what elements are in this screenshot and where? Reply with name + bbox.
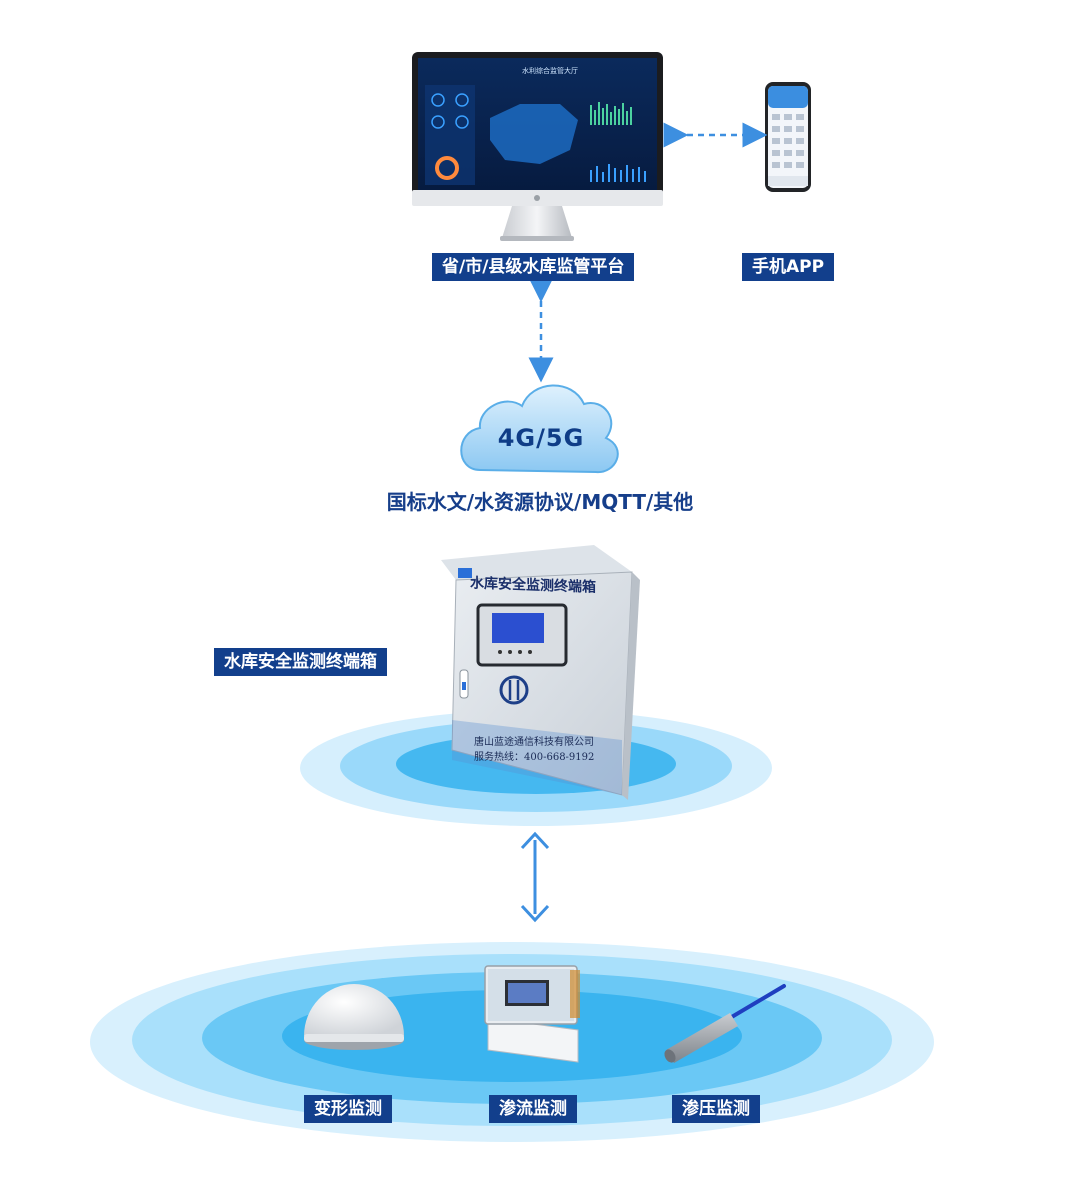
- arrow-terminal-sensors: [520, 831, 550, 923]
- seepage-flow-label: 渗流监测: [489, 1095, 577, 1123]
- deformation-sensor: [304, 984, 404, 1050]
- seepage-pressure-label: 渗压监测: [672, 1095, 760, 1123]
- seepage-pressure-sensor: [664, 984, 786, 1063]
- mobile-app-label: 手机APP: [742, 253, 835, 281]
- platform-label: 省/市/县级水库监管平台: [432, 253, 635, 281]
- monitor-dashboard-title: 水利综合监管大厅: [522, 67, 578, 75]
- terminal-box-hotline: 服务热线：400-668-9192: [474, 752, 595, 763]
- seepage-flow-sensor: [484, 965, 580, 1063]
- monitor-graphic: [412, 52, 663, 241]
- protocol-label: 国标水文/水资源协议/MQTT/其他: [386, 490, 694, 514]
- terminal-box-device-info: 唐山蓝途通信科技有限公司 服务热线：400-668-9192: [474, 735, 614, 765]
- phone-graphic: [765, 82, 811, 192]
- terminal-box-graphic: [441, 545, 640, 800]
- cloud-graphic: [460, 384, 619, 474]
- terminal-box-label: 水库安全监测终端箱: [214, 648, 387, 676]
- terminal-box-company: 唐山蓝途通信科技有限公司: [474, 737, 594, 748]
- deformation-label: 变形监测: [304, 1095, 392, 1123]
- network-label: 4G/5G: [497, 424, 585, 452]
